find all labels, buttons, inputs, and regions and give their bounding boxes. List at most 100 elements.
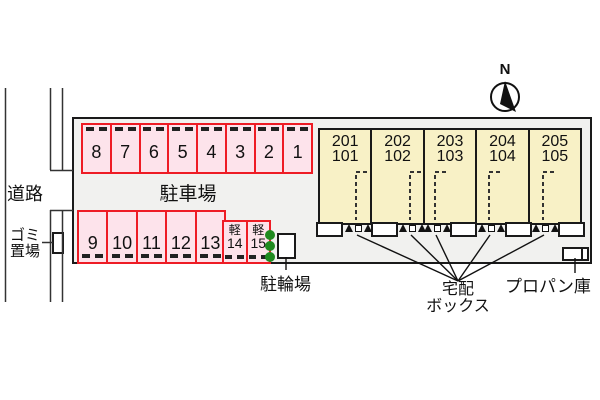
delivery-box-icon (434, 224, 441, 232)
parking-space: 13 (197, 212, 224, 262)
delivery-box-marker (345, 224, 372, 232)
parking-space-number: 6 (148, 141, 159, 162)
entrance-porch (316, 222, 343, 237)
parking-space: 9 (79, 212, 109, 262)
delivery-box-marker (424, 224, 451, 232)
kei-type-label: 軽 (252, 223, 265, 237)
garbage-box-rect (52, 232, 64, 254)
parking-space: 4 (198, 125, 227, 172)
unit-number-upper: 203 (436, 133, 464, 150)
triangle-icon (418, 224, 426, 232)
parking-space: 2 (256, 125, 285, 172)
parking-space: 6 (141, 125, 170, 172)
parking-space: 12 (167, 212, 197, 262)
unit-number-upper: 204 (489, 133, 516, 150)
parking-space: 11 (138, 212, 168, 262)
shrub-icon (265, 252, 275, 262)
parking-space: 7 (112, 125, 141, 172)
parking-space-number: 12 (170, 233, 191, 253)
parking-space-number: 2 (263, 141, 274, 162)
wheel-stopper-icon (141, 254, 163, 258)
bicycle-parking-rect (277, 233, 296, 259)
wheel-stopper-icon (82, 254, 104, 258)
parking-space-number: 14 (226, 235, 243, 251)
delivery-box-marker (478, 224, 505, 232)
delivery-box-icon (409, 224, 416, 232)
parking-space-number: 15 (250, 235, 267, 251)
parking-space-number: 7 (120, 141, 131, 162)
garbage-label-line2: 置場 (10, 243, 41, 260)
unit-number-lower: 103 (436, 148, 464, 165)
parking-space: 8 (83, 125, 112, 172)
shrub-icon (265, 230, 275, 240)
triangle-icon (345, 224, 353, 232)
delivery-box-label-line2: ボックス (426, 298, 490, 315)
wheel-stopper-icon (111, 254, 133, 258)
triangle-icon (424, 224, 432, 232)
parking-space: 1 (284, 125, 311, 172)
parking-space-number: 1 (292, 141, 303, 162)
entrance-porch (505, 222, 532, 237)
propane-storage-rect (562, 247, 589, 261)
wheel-stopper-icon (114, 127, 136, 131)
wheel-stopper-icon (225, 255, 245, 259)
triangle-icon (532, 224, 540, 232)
entrance-porch (450, 222, 477, 237)
unit-number-lower: 105 (541, 148, 569, 165)
unit-number-upper: 202 (384, 133, 411, 150)
parking-space-number: 9 (87, 233, 98, 253)
parking-row-bottom: 9 10 11 12 13 (77, 210, 226, 264)
parking-space: 10 (108, 212, 138, 262)
parking-space: 5 (169, 125, 198, 172)
propane-storage-divider (581, 249, 583, 259)
delivery-box-marker (532, 224, 559, 232)
triangle-icon (399, 224, 407, 232)
north-compass-icon (490, 81, 520, 112)
wheel-stopper-icon (287, 127, 309, 131)
parking-space-number: 10 (112, 233, 133, 253)
delivery-box-label-line1: 宅配 (441, 281, 474, 298)
delivery-box-icon (355, 224, 362, 232)
parking-space-number: 3 (235, 141, 246, 162)
unit-number-lower: 102 (384, 148, 411, 165)
north-label: N (499, 61, 511, 78)
unit-number-lower: 104 (489, 148, 516, 165)
triangle-icon (443, 224, 451, 232)
wheel-stopper-icon (258, 127, 280, 131)
wheel-stopper-icon (143, 127, 165, 131)
delivery-box-icon (542, 224, 549, 232)
wheel-stopper-icon (85, 127, 107, 131)
wheel-stopper-icon (200, 127, 222, 131)
parking-space-number: 11 (142, 233, 161, 253)
wheel-stopper-icon (170, 254, 192, 258)
parking-space: 3 (227, 125, 256, 172)
garbage-label-line1: ゴミ (10, 227, 41, 244)
parking-space-number: 13 (200, 233, 221, 253)
delivery-box-label: 宅配 ボックス (408, 281, 508, 315)
shrub-icon (265, 241, 275, 251)
wheel-stopper-icon (229, 127, 251, 131)
wheel-stopper-icon (248, 255, 268, 259)
delivery-box-icon (488, 224, 495, 232)
delivery-box-marker (399, 224, 426, 232)
triangle-icon (364, 224, 372, 232)
parking-space-number: 4 (206, 141, 217, 162)
unit-number-upper: 205 (541, 133, 569, 150)
parking-area-label: 駐車場 (159, 184, 217, 205)
kei-type-label: 軽 (228, 223, 241, 237)
triangle-icon (551, 224, 559, 232)
unit-number-upper: 201 (331, 133, 359, 150)
